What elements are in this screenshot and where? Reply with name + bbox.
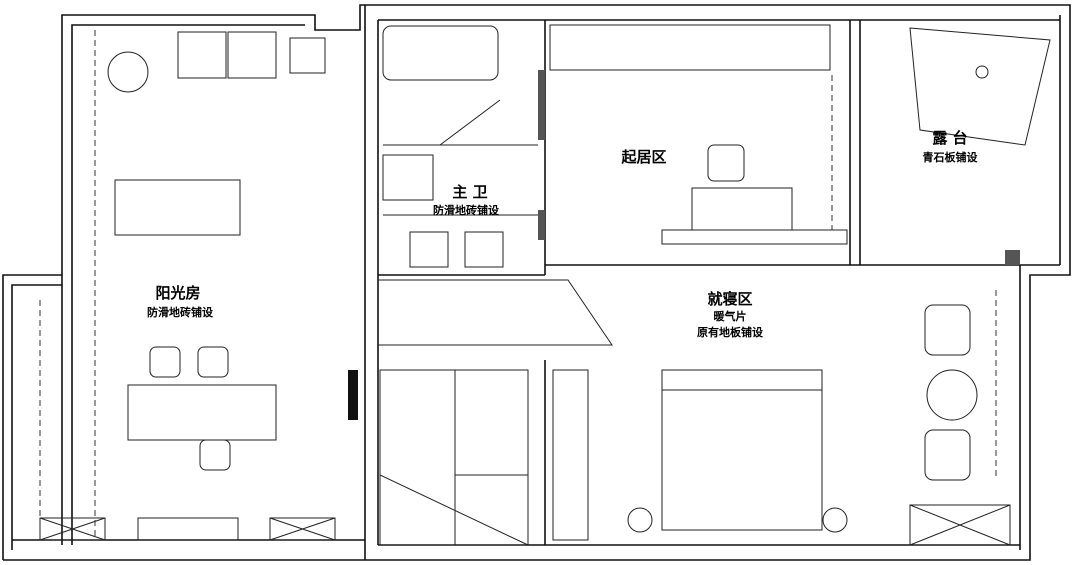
shelf-icon: [661, 229, 848, 245]
lounge-chair-icon: [114, 179, 241, 236]
armchair-icon: [924, 429, 971, 481]
side-table-icon: [926, 369, 978, 421]
sink-icon: [289, 37, 326, 74]
staircase: [378, 279, 613, 546]
master-bath-floor-note: 防滑地砖铺设: [433, 203, 500, 217]
basin-icon: [464, 231, 504, 268]
lamp-icon: [822, 507, 848, 533]
wardrobe-icon: [549, 24, 831, 71]
sunroom-label: 阳光房: [155, 284, 200, 302]
toilet-icon: [382, 154, 434, 201]
plant-icon: [107, 51, 149, 93]
chair-icon: [707, 144, 745, 182]
washer-icon: [177, 31, 227, 79]
bath-fixtures: [382, 25, 538, 268]
table-icon: [127, 384, 277, 441]
terrace-furniture: [909, 27, 1051, 146]
planter-icon: [39, 517, 106, 541]
chair-icon: [149, 346, 181, 378]
dryer-icon: [227, 31, 277, 79]
sunroom-floor-note: 防滑地砖铺设: [147, 305, 214, 319]
living-furniture: [549, 24, 848, 245]
bench-icon: [137, 517, 239, 541]
bedroom-furniture: [552, 290, 1011, 546]
chair-icon: [197, 346, 229, 378]
closet-icon: [552, 369, 589, 541]
basin-icon: [409, 231, 449, 268]
chair-icon: [199, 439, 231, 471]
sleeping-floor-note: 原有地板铺设: [697, 325, 764, 339]
living-label: 起居区: [620, 148, 666, 166]
outer-walls: [2, 4, 1071, 561]
planter-icon: [269, 517, 336, 541]
terrace-label: 露 台: [932, 129, 967, 147]
umbrella-icon: [909, 27, 1051, 146]
sleeping-heater-note: 暖气片: [714, 309, 747, 323]
master-bath-label: 主 卫: [452, 183, 487, 201]
bathtub-icon: [382, 25, 499, 81]
sunroom-furniture: [39, 30, 336, 541]
lamp-icon: [627, 507, 653, 533]
bed-icon: [661, 369, 823, 531]
desk-icon: [691, 187, 793, 231]
armchair-icon: [924, 304, 971, 356]
terrace-floor-note: 青石板铺设: [923, 150, 979, 164]
planter-icon: [909, 504, 1011, 546]
sleeping-label: 就寝区: [707, 290, 752, 308]
